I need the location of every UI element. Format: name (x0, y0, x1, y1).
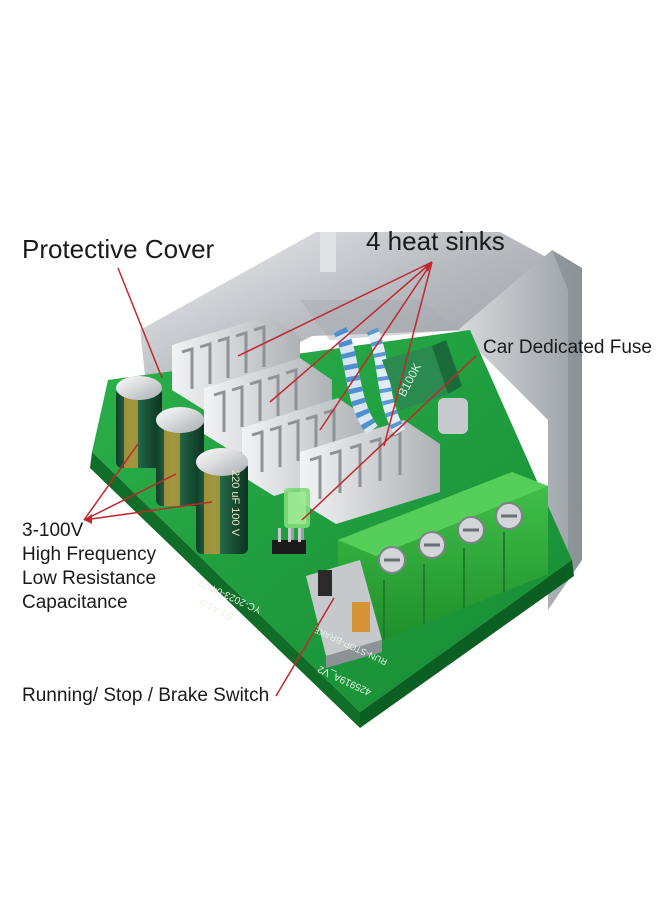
label-capacitors-line-3: Low Resistance (22, 568, 157, 589)
capacitor-3: 220 uF 100 V (196, 448, 248, 554)
pointer-heat-sink-4 (383, 261, 433, 447)
label-capacitors-line-2: High Frequency (22, 544, 157, 565)
pointer-arrowheads (84, 262, 432, 524)
label-protective-cover: Protective Cover (22, 234, 215, 264)
label-switch: Running/ Stop / Brake Switch (22, 685, 270, 706)
terminal-screw-2 (418, 531, 446, 559)
pointer-lines (83, 261, 477, 697)
fuse (284, 488, 310, 540)
pointer-heat-sink-2 (269, 261, 433, 403)
potentiometer: B100K (382, 340, 468, 434)
terminal-block (338, 472, 548, 640)
label-capacitors-line-1: 3-100V (22, 520, 84, 541)
pointer-capacitor-1 (83, 443, 139, 521)
run-stop-brake-switch (306, 560, 382, 668)
pointer-cover (117, 267, 163, 379)
pointer-switch (275, 597, 335, 697)
label-capacitors: 3-100V High Frequency Low Resistance Cap… (22, 519, 156, 615)
capacitor-1 (116, 376, 162, 468)
capacitor-2 (156, 407, 204, 506)
pointer-fuse (301, 355, 477, 521)
label-heat-sinks: 4 heat sinks (366, 226, 505, 256)
terminal-screw-3 (457, 516, 485, 544)
heat-sink-4 (300, 420, 440, 524)
header-pins (272, 528, 306, 554)
pointer-capacitor-3 (83, 501, 213, 521)
pointer-heat-sink-3 (319, 261, 433, 431)
terminal-screw-1 (378, 546, 406, 574)
label-capacitors-line-4: Capacitance (22, 592, 128, 613)
pointer-heat-sink-1 (237, 261, 433, 357)
terminal-screw-4 (495, 502, 523, 530)
label-fuse: Car Dedicated Fuse (483, 337, 652, 358)
pointer-capacitor-2 (83, 473, 177, 521)
capacitor-marking: 220 uF 100 V (229, 470, 241, 537)
